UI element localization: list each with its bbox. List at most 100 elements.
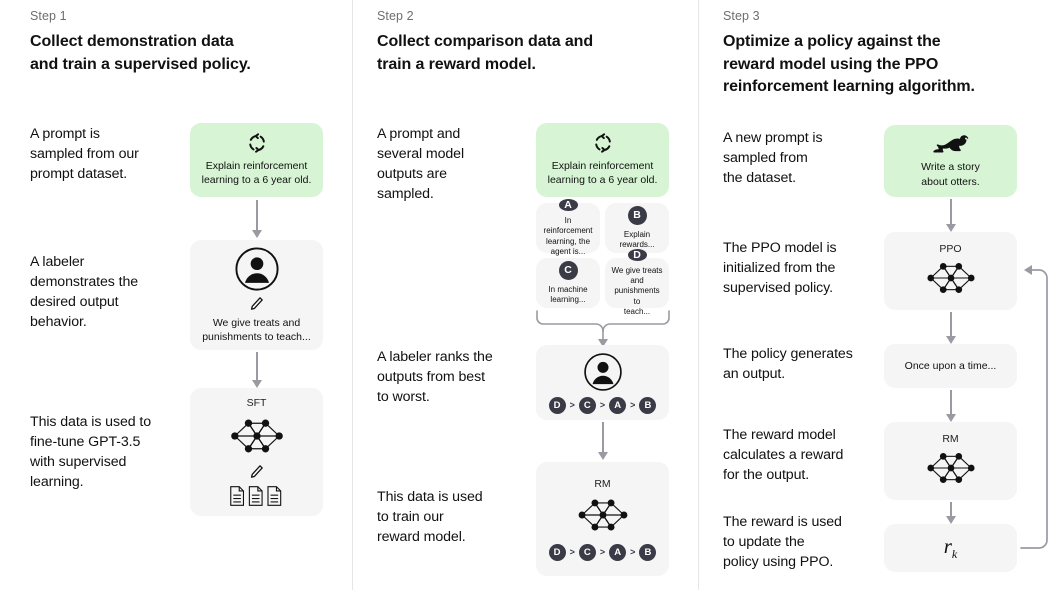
- step-2-output-d: D We give treats and punishments to teac…: [605, 248, 669, 316]
- documents-icon: [228, 485, 286, 507]
- step-1-label: Step 1: [30, 9, 67, 23]
- step-2-prompt-card: Explain reinforcement learning to a 6 ye…: [536, 123, 669, 197]
- neural-network-icon: [574, 493, 632, 537]
- step-2-output-c: C In machine learning...: [536, 258, 600, 308]
- step-1-arrow-1: [190, 200, 323, 238]
- person-circle-icon: [234, 246, 280, 292]
- person-circle-icon: [583, 352, 623, 392]
- step-3-output-caption: Once upon a time...: [904, 359, 997, 372]
- step-2-output-d-text: We give treats and punishments to teach.…: [611, 265, 663, 317]
- reward-subscript: k: [951, 547, 958, 562]
- reward-value: rk: [944, 534, 958, 562]
- step-2-description-3: This data is used to train our reward mo…: [377, 489, 483, 546]
- step-1-prompt-card: Explain reinforcement learning to a 6 ye…: [190, 123, 323, 197]
- step-3-output-card: Once upon a time...: [884, 344, 1017, 388]
- step-2-output-a: A In reinforcement learning, the agent i…: [536, 198, 600, 256]
- step-1-prompt-caption: Explain reinforcement learning to a 6 ye…: [201, 159, 312, 186]
- step-2-rm-card: RM: [536, 462, 669, 576]
- step-3-title-line-2: reward model using the PPO: [723, 55, 939, 73]
- column-divider-1: [352, 0, 353, 590]
- step-1-title-line-1: Collect demonstration data: [30, 33, 234, 50]
- step-3-arrow-1: [884, 199, 1017, 232]
- neural-network-icon: [923, 257, 979, 299]
- step-1-title: Collect demonstration data and train a s…: [30, 31, 330, 76]
- option-badge-b: B: [627, 205, 647, 225]
- step-3-description-5: The reward is used to update the policy …: [723, 514, 842, 571]
- rank-separator-2: >: [599, 400, 606, 410]
- rank-badge-2: C: [578, 396, 596, 414]
- rank-badge-3: A: [609, 543, 627, 561]
- step-3-arrow-4: [884, 502, 1017, 524]
- step-3-label: Step 3: [723, 9, 760, 23]
- step-1-labeler-caption: We give treats and punishments to teach.…: [202, 316, 311, 343]
- otter-icon: [928, 133, 974, 155]
- step-3-description-4: The reward model calculates a reward for…: [723, 427, 844, 484]
- step-3-title-line-1: Optimize a policy against the: [723, 33, 941, 50]
- rank-badge-3: A: [609, 396, 627, 414]
- step-3-ppo-title: PPO: [939, 243, 962, 255]
- step-3-description-1: A new prompt is sampled from the dataset…: [723, 130, 823, 187]
- step-2-title-line-1: Collect comparison data and: [377, 33, 594, 50]
- option-badge-c: C: [558, 260, 578, 280]
- rank-separator-3: >: [630, 400, 636, 410]
- step-1-sft-card: SFT: [190, 388, 323, 516]
- rank-badge-2: C: [578, 543, 596, 561]
- option-badge-d: D: [627, 248, 647, 261]
- neural-network-icon: [923, 447, 979, 489]
- step-3-rm-title: RM: [942, 433, 959, 445]
- step-1-sft-title: SFT: [246, 397, 267, 409]
- step-1-description-1: A prompt is sampled from our prompt data…: [30, 126, 139, 183]
- step-2-title: Collect comparison data and train a rewa…: [377, 31, 677, 76]
- step-2-labeler-rank-card: D > C > A > B: [536, 345, 669, 420]
- step-3-arrow-2: [884, 312, 1017, 344]
- step-1-title-line-2: and train a supervised policy.: [30, 55, 251, 73]
- step-2-labeler-ranking: D > C > A > B: [548, 396, 657, 414]
- rank-separator-3: >: [630, 547, 636, 557]
- step-3-description-2: The PPO model is initialized from the su…: [723, 240, 837, 297]
- step-1-description-3: This data is used to fine-tune GPT-3.5 w…: [30, 414, 152, 491]
- step-3-title-line-3: reinforcement learning algorithm.: [723, 78, 975, 96]
- step-1-arrow-2: [190, 352, 323, 388]
- column-divider-2: [698, 0, 699, 590]
- step-3-reward-card: rk: [884, 524, 1017, 572]
- step-3-description-3: The policy generates an output.: [723, 346, 853, 383]
- step-3-ppo-card: PPO: [884, 232, 1017, 310]
- step-2-rm-ranking: D > C > A > B: [548, 543, 657, 561]
- step-3-arrow-3: [884, 390, 1017, 422]
- pencil-icon: [248, 463, 265, 480]
- step-2-output-b: B Explain rewards...: [605, 203, 669, 253]
- step-2-column: Step 2 Collect comparison data and train…: [353, 0, 698, 590]
- step-2-title-line-2: train a reward model.: [377, 55, 536, 73]
- refresh-cycle-icon: [247, 133, 267, 153]
- reward-symbol: r: [943, 533, 952, 558]
- step-3-rm-card: RM: [884, 422, 1017, 500]
- step-3-prompt-card: Write a story about otters.: [884, 125, 1017, 197]
- step-1-description-2: A labeler demonstrates the desired outpu…: [30, 254, 139, 331]
- step-2-rm-title: RM: [594, 477, 611, 490]
- step-1-labeler-card: We give treats and punishments to teach.…: [190, 240, 323, 350]
- rank-separator-1: >: [569, 547, 575, 557]
- rank-separator-2: >: [599, 547, 606, 557]
- step-2-description-2: A labeler ranks the outputs from best to…: [377, 349, 493, 406]
- step-3-title: Optimize a policy against the reward mod…: [723, 31, 1043, 99]
- step-2-output-c-text: In machine learning...: [548, 284, 588, 304]
- step-3-feedback-loop-arrow: [1015, 262, 1052, 550]
- rank-badge-4: B: [639, 543, 657, 561]
- pencil-icon: [248, 295, 265, 312]
- rank-badge-1: D: [548, 396, 566, 414]
- step-2-label: Step 2: [377, 9, 414, 23]
- step-2-brace: [533, 309, 673, 349]
- neural-network-icon: [226, 413, 288, 459]
- step-2-arrow-2: [536, 422, 669, 460]
- rank-badge-4: B: [639, 396, 657, 414]
- rank-separator-1: >: [569, 400, 575, 410]
- rank-badge-1: D: [548, 543, 566, 561]
- step-3-prompt-caption: Write a story about otters.: [921, 161, 980, 188]
- step-3-column: Step 3 Optimize a policy against the rew…: [699, 0, 1052, 590]
- step-2-description-1: A prompt and several model outputs are s…: [377, 126, 465, 203]
- step-1-column: Step 1 Collect demonstration data and tr…: [0, 0, 352, 590]
- option-badge-a: A: [558, 198, 578, 211]
- step-2-output-b-text: Explain rewards...: [619, 229, 655, 249]
- step-2-output-a-text: In reinforcement learning, the agent is.…: [543, 215, 593, 256]
